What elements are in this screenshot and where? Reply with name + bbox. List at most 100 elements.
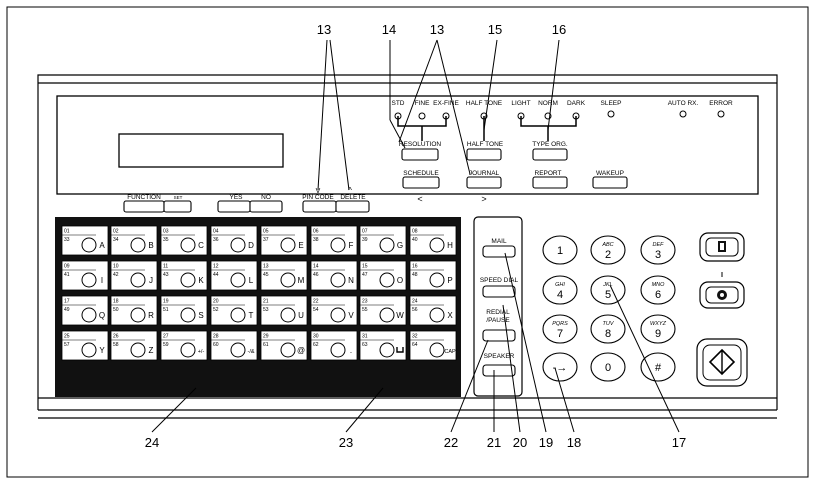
- indicator-lamp: [717, 110, 725, 118]
- speaker-button[interactable]: SPEAKER: [482, 353, 516, 377]
- indicator-label: HALF TONE: [466, 100, 503, 107]
- one-touch-number: 48: [412, 272, 418, 278]
- indicator-label: STD: [392, 100, 405, 107]
- one-touch-number: 04: [213, 229, 219, 235]
- wakeup-button[interactable]: WAKEUP: [592, 170, 628, 189]
- one-touch-letter: W: [396, 311, 404, 320]
- start-icon[interactable]: [696, 338, 748, 387]
- keypad-digit: -→: [553, 362, 568, 374]
- one-touch-number: 05: [263, 229, 269, 235]
- one-touch-letter: M: [298, 276, 305, 285]
- callout-number: 20: [513, 435, 527, 450]
- type-org-button[interactable]: TYPE ORG.: [532, 141, 568, 161]
- keypad-key[interactable]: 1: [542, 235, 578, 265]
- half-tone-button[interactable]: HALF TONE: [466, 141, 504, 161]
- one-touch-number: 06: [313, 229, 319, 235]
- figure-frame: [6, 6, 809, 478]
- pin-code-button[interactable]: PIN CODE: [302, 194, 337, 213]
- one-touch-number: 54: [313, 307, 319, 313]
- one-touch-letter: F: [349, 241, 354, 250]
- one-touch-number: 11: [163, 264, 168, 270]
- speed-dial-button-label: SPEED DIAL: [480, 277, 519, 284]
- delete-button[interactable]: DELETE: [335, 194, 370, 213]
- keypad-letters: WXYZ: [650, 321, 667, 327]
- yes-button[interactable]: YES: [217, 194, 251, 213]
- one-touch-number: 62: [313, 342, 319, 348]
- space-icon: [396, 347, 404, 353]
- callout-number: 13: [430, 22, 444, 37]
- one-touch-letter: X: [447, 311, 453, 320]
- report-button[interactable]: REPORT: [532, 170, 568, 189]
- journal-button[interactable]: JOURNAL: [466, 170, 502, 189]
- keypad-key[interactable]: -→: [542, 352, 578, 382]
- mail-button[interactable]: MAIL: [482, 238, 516, 258]
- callout-number: 19: [539, 435, 553, 450]
- no-button[interactable]: NO: [249, 194, 283, 213]
- redial-pause-button[interactable]: REDIAL/PAUSE: [482, 309, 516, 342]
- resolution-button[interactable]: RESOLUTION: [399, 141, 442, 161]
- callout-number: 13: [317, 22, 331, 37]
- indicator-label: ERROR: [709, 100, 733, 107]
- one-touch-number: 25: [64, 334, 70, 340]
- one-touch-letter: R: [148, 311, 154, 320]
- keypad-key[interactable]: 0: [590, 352, 626, 382]
- keypad-key[interactable]: #: [640, 352, 676, 382]
- copy-icon[interactable]: [699, 232, 745, 262]
- keypad-letters: JKL: [602, 282, 612, 288]
- one-touch-letter: H: [447, 241, 453, 250]
- function-button[interactable]: FUNCTION: [123, 194, 165, 213]
- machine-body: [37, 74, 778, 419]
- one-touch-letter: -/&: [247, 349, 254, 355]
- one-touch-letter: .: [350, 346, 352, 355]
- keypad-letters: GHI: [555, 282, 565, 288]
- schedule-button[interactable]: SCHEDULE: [402, 170, 440, 189]
- one-touch-letter: Q: [99, 311, 105, 320]
- one-touch-letter: +/-: [198, 349, 205, 355]
- speed-dial-button[interactable]: SPEED DIAL: [480, 277, 519, 298]
- stop-icon[interactable]: [699, 272, 745, 309]
- set-button[interactable]: SET: [163, 195, 192, 213]
